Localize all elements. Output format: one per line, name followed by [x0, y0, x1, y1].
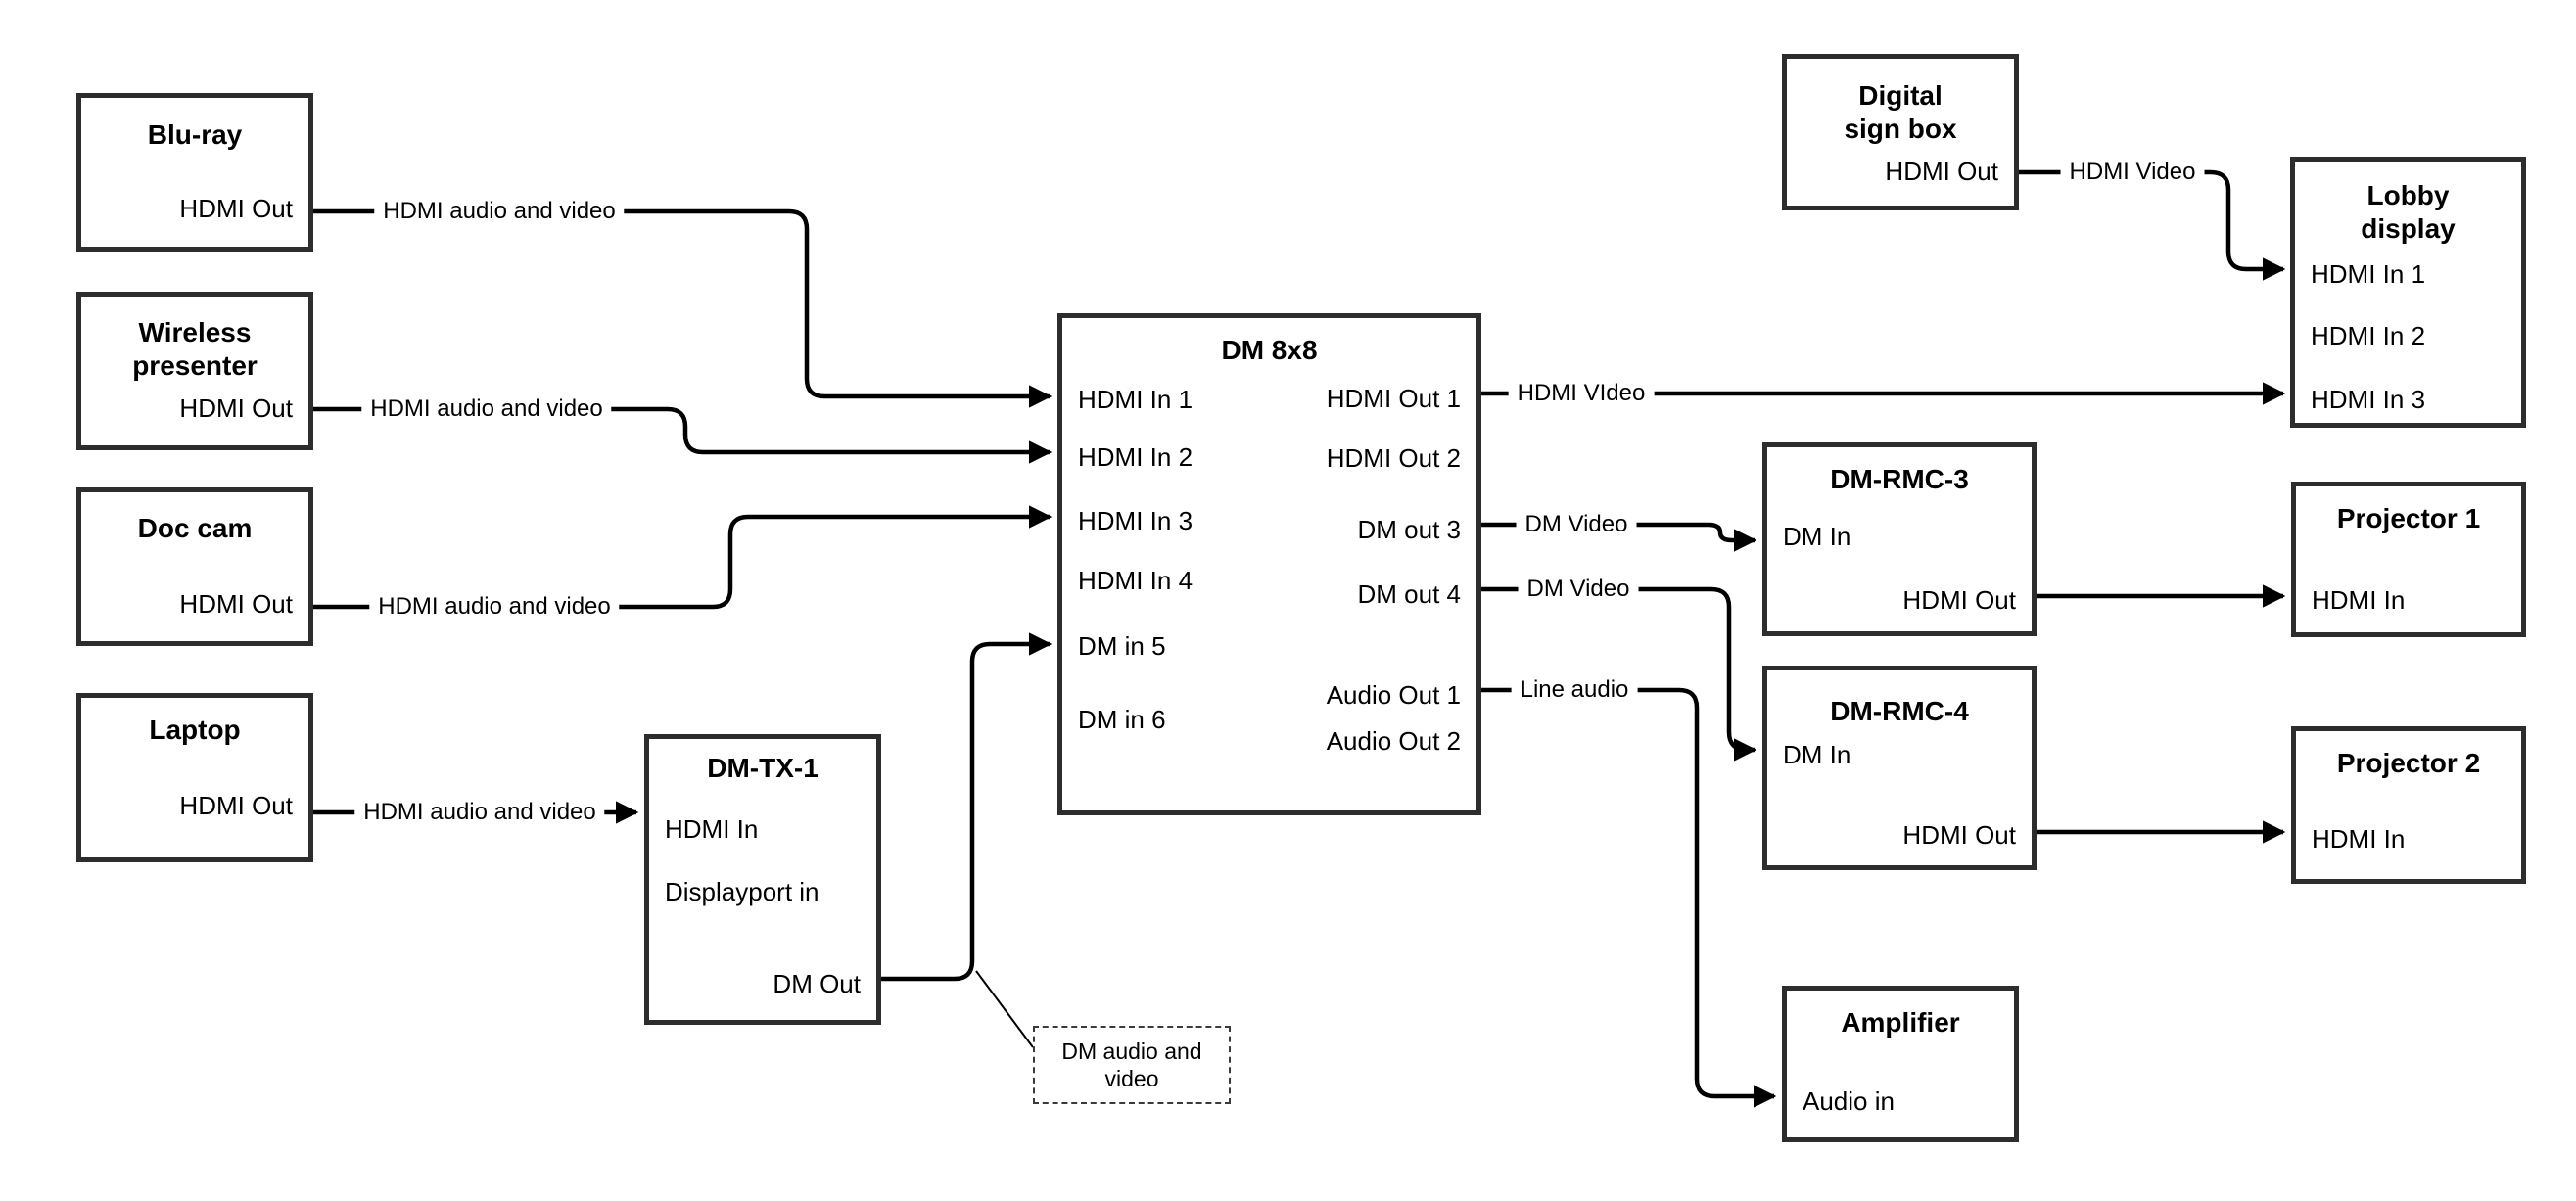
wire-bluray-to-dm8x8-in1 — [313, 208, 1053, 408]
dm-tx-1-title: DM-TX-1 — [707, 753, 819, 783]
dm-8x8-port-hdmi-in-1: HDMI In 1 — [1078, 385, 1194, 414]
wire-label-hdmi-video-out1: HDMI VIdeo — [1508, 379, 1655, 408]
wire-dm8x8-audio1-to-amplifier — [1481, 687, 1777, 1108]
wireless-presenter-title: Wireless presenter — [132, 317, 258, 381]
box-dm-tx-1: DM-TX-1 HDMI In Displayport in DM Out — [644, 734, 881, 1025]
dm-8x8-port-hdmi-in-3: HDMI In 3 — [1078, 506, 1194, 535]
lobby-display-port-hdmi-in-2: HDMI In 2 — [2311, 321, 2426, 350]
digital-sign-title: Digital sign box — [1844, 80, 1957, 144]
laptop-port-hdmi-out: HDMI Out — [179, 791, 293, 820]
amplifier-port-audio-in: Audio in — [1803, 1086, 1895, 1116]
wireless-presenter-port-hdmi-out: HDMI Out — [179, 393, 293, 423]
dm-8x8-port-hdmi-out-1: HDMI Out 1 — [1326, 384, 1461, 413]
note-callout-line — [975, 970, 1034, 1048]
box-projector-2: Projector 2 HDMI In — [2291, 726, 2526, 884]
lobby-display-title: Lobby display — [2361, 180, 2456, 244]
box-projector-1: Projector 1 HDMI In — [2291, 482, 2526, 637]
projector-1-title: Projector 1 — [2336, 503, 2481, 533]
wire-label-laptop-av: HDMI audio and video — [354, 798, 605, 827]
dm-tx-1-port-hdmi-in: HDMI In — [665, 814, 759, 844]
box-amplifier: Amplifier Audio in — [1782, 986, 2019, 1142]
box-laptop: Laptop HDMI Out — [76, 693, 313, 862]
dm-rmc-3-port-dm-in: DM In — [1783, 522, 1851, 551]
dm-tx-1-port-displayport-in: Displayport in — [665, 877, 820, 906]
wire-dmtx1-to-dm8x8-in5 — [881, 632, 1053, 982]
wire-label-dm-video-out4: DM Video — [1518, 575, 1639, 604]
dm-8x8-port-hdmi-in-4: HDMI In 4 — [1078, 566, 1194, 595]
box-digital-sign: Digital sign box HDMI Out — [1782, 54, 2019, 210]
dm-8x8-port-audio-out-1: Audio Out 1 — [1326, 680, 1461, 710]
dm-8x8-port-audio-out-2: Audio Out 2 — [1326, 726, 1461, 756]
box-wireless-presenter: Wireless presenter HDMI Out — [76, 292, 313, 450]
dm-8x8-title: DM 8x8 — [1221, 335, 1318, 365]
lobby-display-port-hdmi-in-1: HDMI In 1 — [2311, 259, 2426, 289]
blu-ray-port-hdmi-out: HDMI Out — [179, 194, 293, 223]
wire-label-wireless-av: HDMI audio and video — [361, 394, 612, 424]
box-dm-8x8: DM 8x8 HDMI In 1 HDMI In 2 HDMI In 3 HDM… — [1057, 313, 1481, 815]
doc-cam-title: Doc cam — [137, 513, 253, 543]
projector-2-title: Projector 2 — [2336, 748, 2481, 778]
dm-8x8-port-dm-out-3: DM out 3 — [1357, 515, 1462, 544]
dm-8x8-port-dm-out-4: DM out 4 — [1357, 579, 1462, 609]
wire-dm8x8-out4-to-dmrmc4 — [1481, 586, 1757, 762]
dm-rmc-4-port-hdmi-out: HDMI Out — [1902, 820, 2016, 850]
digital-sign-port-hdmi-out: HDMI Out — [1885, 157, 1998, 186]
amplifier-title: Amplifier — [1841, 1007, 1960, 1038]
box-lobby-display: Lobby display HDMI In 1 HDMI In 2 HDMI I… — [2290, 157, 2526, 428]
box-dm-rmc-3: DM-RMC-3 DM In HDMI Out — [1762, 442, 2037, 636]
wire-label-doccam-av: HDMI audio and video — [369, 592, 620, 622]
dm-8x8-port-hdmi-out-2: HDMI Out 2 — [1326, 443, 1461, 473]
box-blu-ray: Blu-ray HDMI Out — [76, 93, 313, 252]
wire-label-bluray-av: HDMI audio and video — [374, 197, 625, 226]
lobby-display-port-hdmi-in-3: HDMI In 3 — [2311, 385, 2426, 414]
wire-label-line-audio: Line audio — [1511, 675, 1638, 705]
projector-1-port-hdmi-in: HDMI In — [2312, 585, 2406, 615]
dm-rmc-4-port-dm-in: DM In — [1783, 740, 1851, 769]
dm-8x8-port-hdmi-in-2: HDMI In 2 — [1078, 442, 1194, 472]
dm-rmc-3-port-hdmi-out: HDMI Out — [1902, 585, 2016, 615]
wire-label-dm-video-out3: DM Video — [1516, 510, 1637, 539]
dm-tx-1-port-dm-out: DM Out — [773, 969, 861, 998]
box-doc-cam: Doc cam HDMI Out — [76, 487, 313, 646]
wire-label-sign-hdmi-video: HDMI Video — [2060, 158, 2205, 187]
dm-rmc-4-title: DM-RMC-4 — [1830, 696, 1969, 726]
doc-cam-port-hdmi-out: HDMI Out — [179, 589, 293, 619]
dm-rmc-3-title: DM-RMC-3 — [1830, 464, 1969, 494]
note-dm-audio-video: DM audio and video — [1033, 1026, 1231, 1104]
blu-ray-title: Blu-ray — [147, 119, 243, 150]
box-dm-rmc-4: DM-RMC-4 DM In HDMI Out — [1762, 666, 2037, 870]
dm-8x8-port-dm-in-6: DM in 6 — [1078, 705, 1166, 734]
projector-2-port-hdmi-in: HDMI In — [2312, 824, 2406, 854]
dm-8x8-port-dm-in-5: DM in 5 — [1078, 631, 1166, 661]
laptop-title: Laptop — [149, 715, 241, 745]
